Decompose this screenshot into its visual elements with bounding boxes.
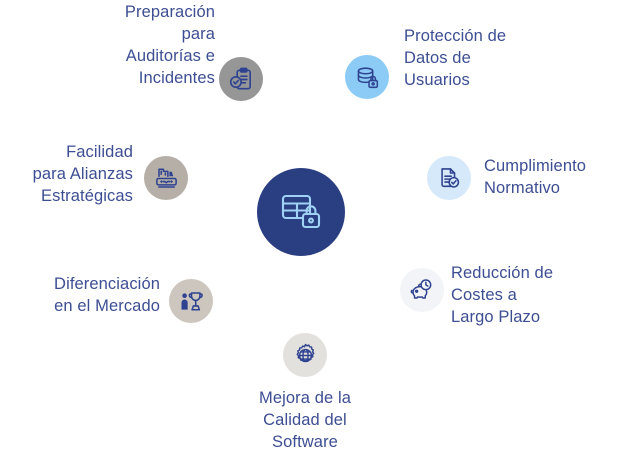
node-label-diferenciacion: Diferenciación en el Mercado: [54, 275, 160, 315]
badge-cumplimiento: [427, 156, 471, 200]
badge-calidad-software: [283, 333, 327, 377]
database-lock-icon: [355, 65, 380, 90]
node-label-calidad-software: Mejora de la Calidad del Software: [259, 389, 351, 451]
node-label-cumplimiento: Cumplimiento Normativo: [484, 157, 587, 197]
badge-costes: [400, 268, 444, 312]
clipboard-check-icon: [229, 67, 254, 92]
document-check-icon: [437, 166, 461, 190]
piggy-bank-clock-icon: [410, 278, 434, 302]
gear-globe-icon: [293, 343, 318, 368]
node-label-proteccion-datos: Protección de Datos de Usuarios: [404, 27, 507, 89]
node-label-costes: Reducción de Costes a Largo Plazo: [451, 264, 554, 326]
node-label-alianzas: Facilidad para Alianzas Estratégicas: [32, 143, 133, 205]
handshake-partnership-icon: [154, 166, 179, 191]
badge-auditorias: [219, 57, 263, 101]
badge-alianzas: [144, 156, 188, 200]
node-label-auditorias: Preparación para Auditorías e Incidentes: [124, 3, 215, 87]
person-trophy-icon: [179, 289, 204, 314]
badge-diferenciacion: [169, 279, 213, 323]
badge-proteccion-datos: [345, 55, 389, 99]
center-hub: [257, 168, 345, 256]
database-table-lock-icon: [278, 189, 324, 235]
